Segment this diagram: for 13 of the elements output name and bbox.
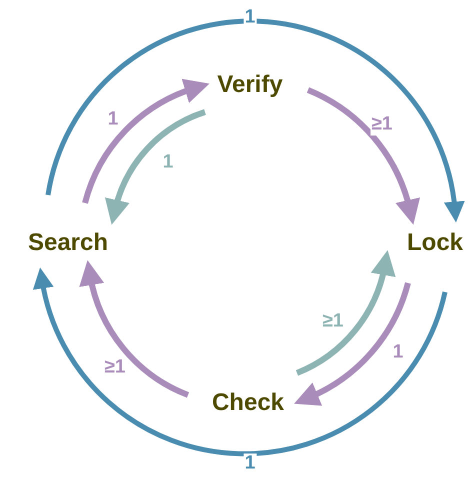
curved-arrow xyxy=(294,282,411,405)
curved-arrow xyxy=(82,80,210,204)
state-label: Search xyxy=(26,229,110,257)
curved-arrow xyxy=(80,260,190,398)
curved-arrow xyxy=(306,87,420,225)
curved-arrow xyxy=(34,268,448,456)
curved-arrow xyxy=(46,18,464,222)
curved-arrow xyxy=(106,109,206,224)
state-label: Verify xyxy=(215,71,285,99)
curved-arrow xyxy=(296,250,395,376)
state-label: Lock xyxy=(405,229,465,257)
edge-label: ≥1 xyxy=(370,114,394,136)
state-label: Check xyxy=(210,389,286,417)
